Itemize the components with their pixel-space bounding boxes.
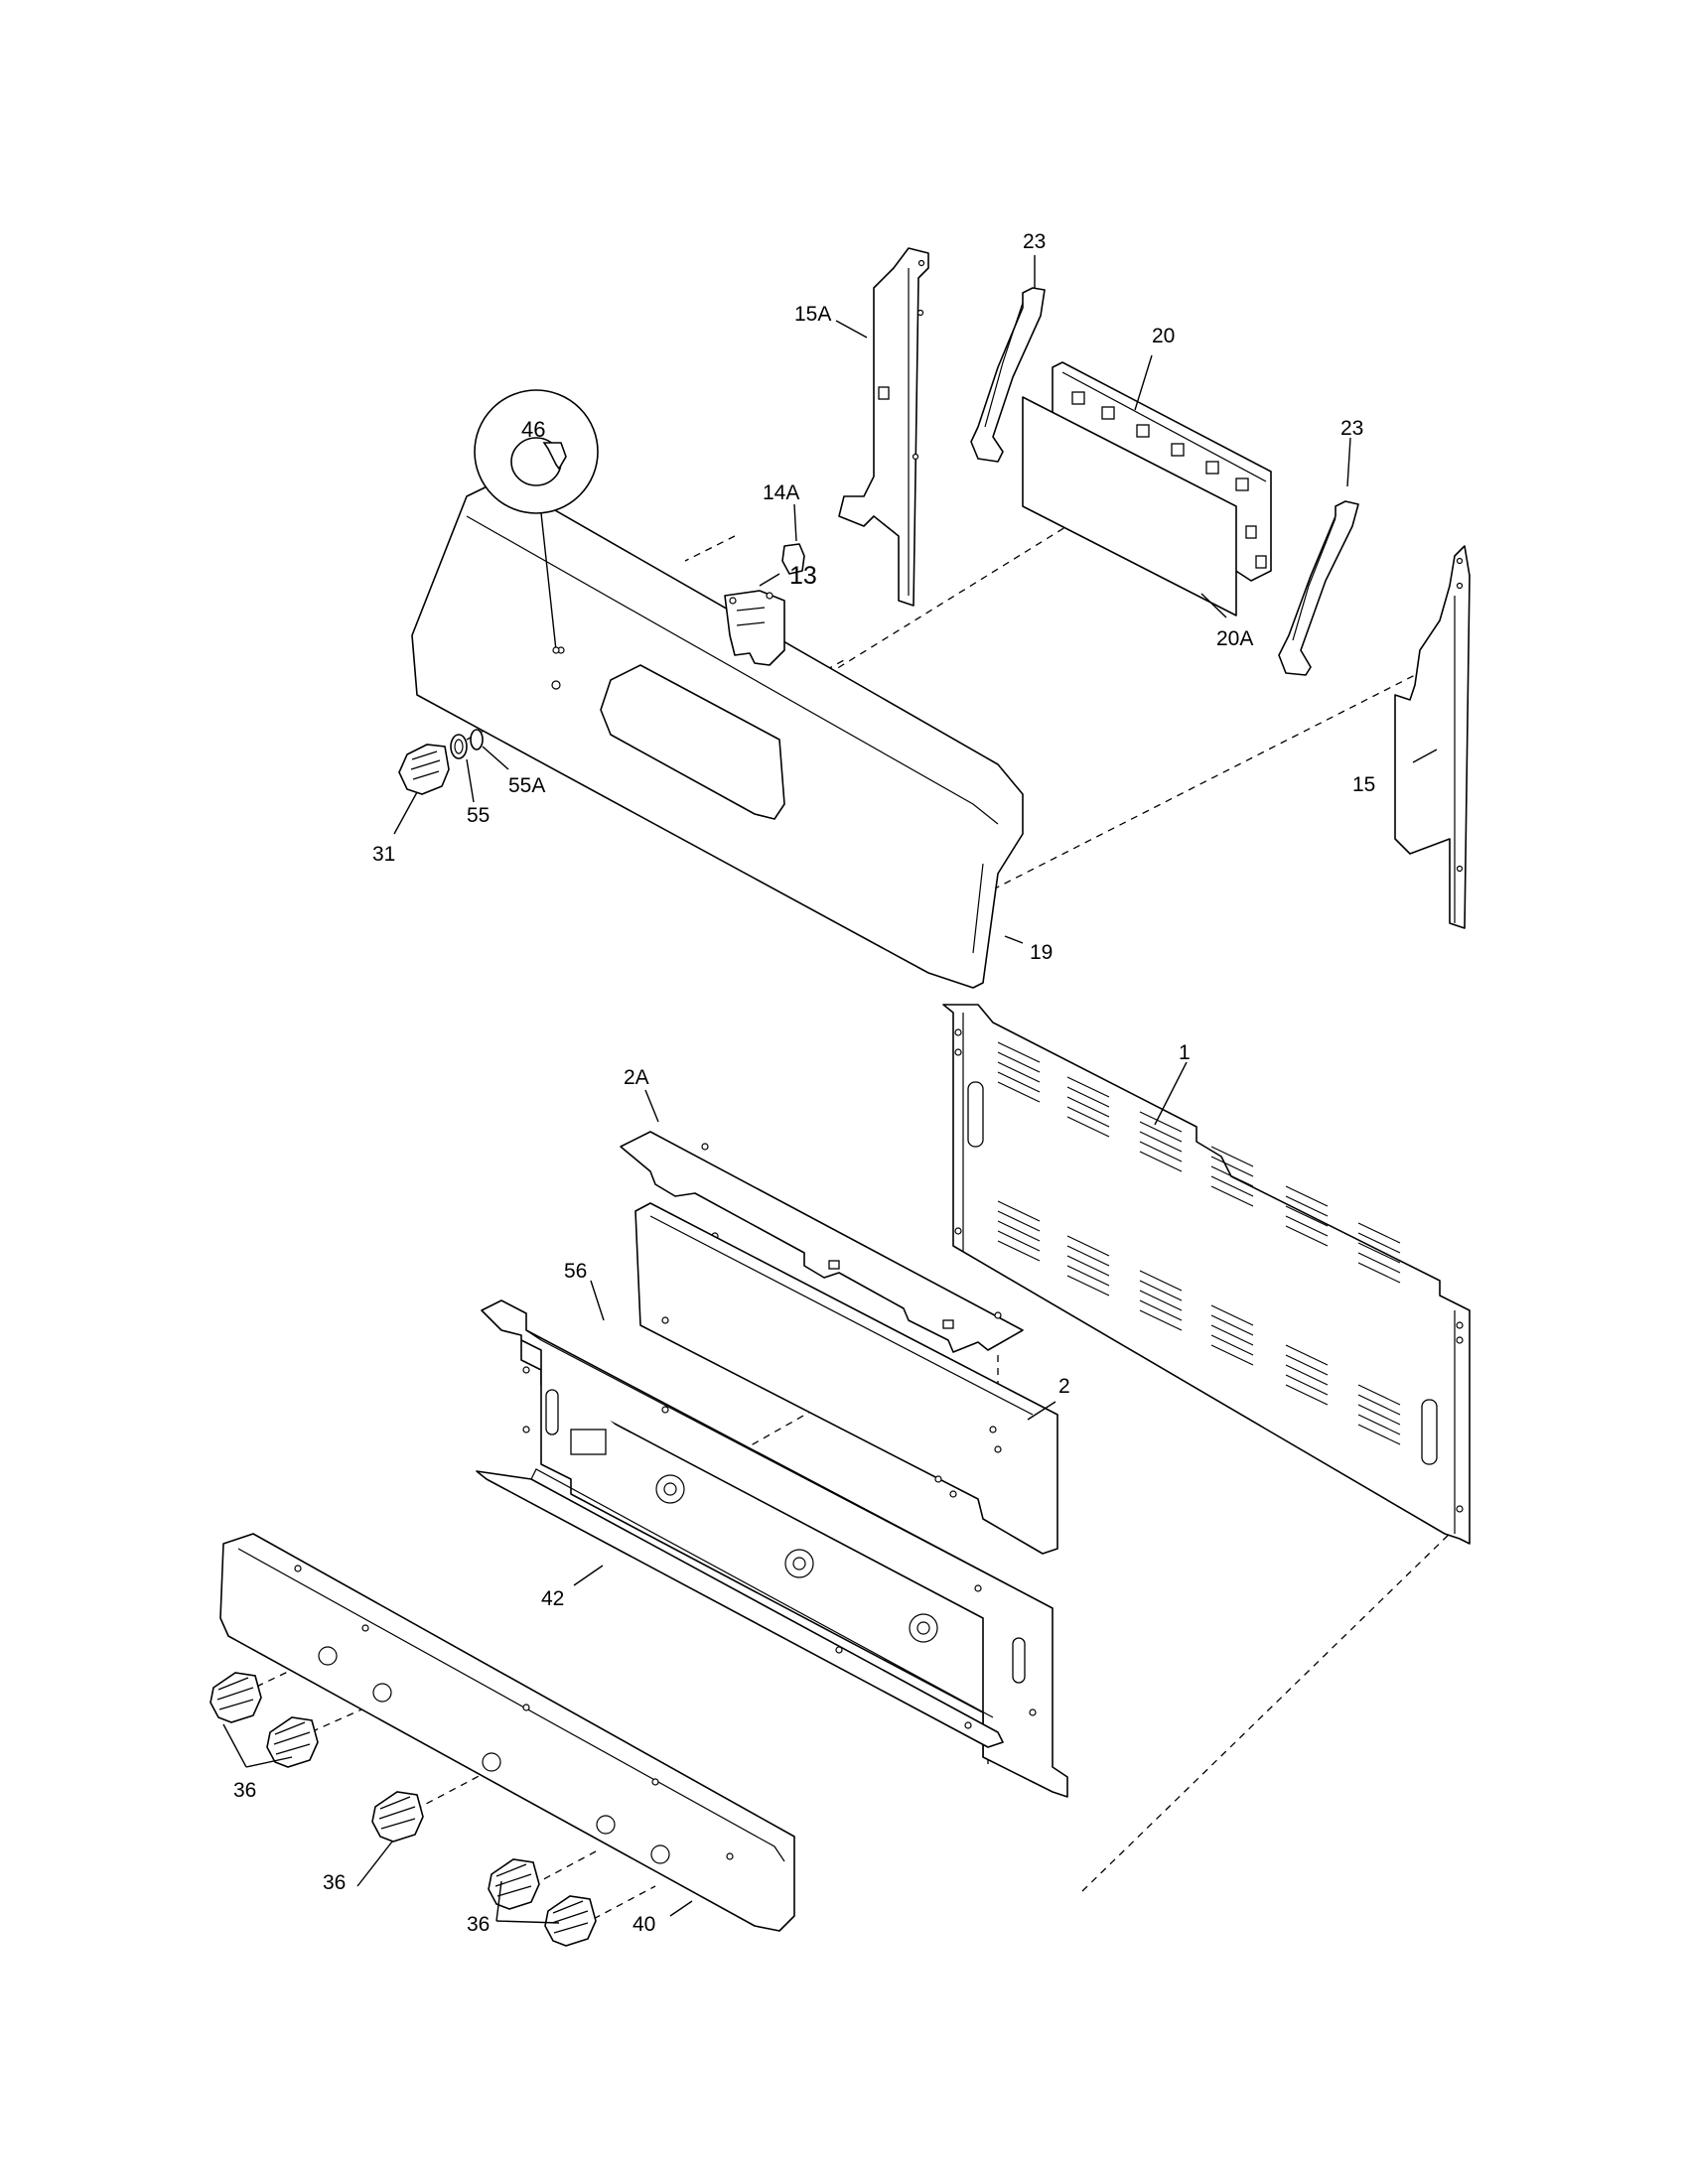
electronic-control-20 [1022, 361, 1272, 616]
louvers-lower [997, 1200, 1401, 1445]
callout-19: 19 [1030, 941, 1053, 964]
burner-knob-36-1 [210, 1672, 262, 1723]
burner-knobs-36 [210, 1672, 597, 1947]
callout-20: 20 [1152, 325, 1175, 347]
callout-40: 40 [633, 1913, 655, 1936]
callout-36-left: 36 [233, 1779, 256, 1802]
oven-knob-31 [398, 744, 450, 795]
callout-23-lower: 23 [1340, 417, 1363, 440]
callout-55a: 55A [508, 774, 545, 797]
callout-42: 42 [541, 1587, 564, 1610]
side-bracket-15 [1394, 545, 1471, 929]
rear-panel-1 [942, 1004, 1471, 1545]
end-cap-23-lower [1278, 500, 1359, 676]
burner-knob-36-3 [371, 1791, 424, 1843]
callout-2a: 2A [624, 1066, 649, 1089]
end-cap-23-upper [970, 287, 1046, 463]
callout-15: 15 [1352, 773, 1375, 796]
ring-55 [450, 734, 468, 759]
leader-lines [222, 255, 1438, 1924]
thermostat-13 [724, 590, 785, 666]
lower-panel-40 [219, 1533, 795, 1932]
ring-55a [470, 729, 484, 751]
burner-knob-36-2 [266, 1716, 319, 1768]
burner-knob-36-5 [544, 1895, 597, 1947]
callout-20a: 20A [1216, 627, 1253, 650]
switch-14a [781, 543, 805, 575]
clock-button-46 [474, 389, 599, 654]
manifold-panel-56 [481, 1299, 1068, 1798]
callout-23-upper: 23 [1023, 230, 1046, 253]
heat-shield-2 [634, 1202, 1058, 1555]
callout-36-middle: 36 [323, 1871, 346, 1894]
louvers-upper [997, 1041, 1401, 1284]
burner-knob-36-4 [488, 1858, 540, 1910]
callout-labels: 1 2 2A 13 14A 15 15A 19 20 20A 23 23 31 … [233, 230, 1375, 1936]
callout-1: 1 [1179, 1041, 1191, 1064]
trim-strip-42 [476, 1468, 1004, 1748]
side-bracket-15a [838, 247, 929, 607]
console-19 [411, 478, 1024, 989]
callout-36-right: 36 [467, 1913, 490, 1936]
callout-13: 13 [789, 562, 817, 590]
callout-46: 46 [521, 417, 545, 442]
callout-31: 31 [372, 843, 395, 866]
callout-2: 2 [1058, 1375, 1070, 1398]
callout-15a: 15A [794, 303, 831, 326]
callout-14a: 14A [763, 481, 799, 504]
heat-shield-2a [620, 1131, 1024, 1353]
callout-56: 56 [564, 1260, 587, 1283]
callout-55: 55 [467, 804, 490, 827]
